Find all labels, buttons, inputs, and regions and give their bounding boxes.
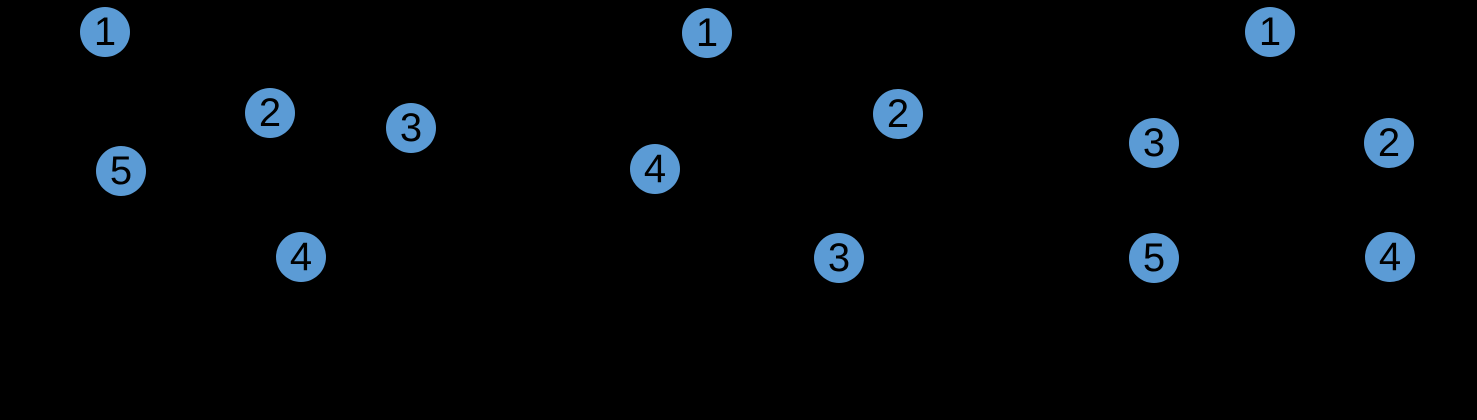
graph-node: 2 <box>1364 118 1414 168</box>
graph-node: 1 <box>682 8 732 58</box>
graph-node: 4 <box>1365 232 1415 282</box>
graph-node: 4 <box>276 232 326 282</box>
graph-node: 2 <box>245 88 295 138</box>
graph-node: 3 <box>814 233 864 283</box>
graph-node: 3 <box>1129 118 1179 168</box>
graph-node: 1 <box>1245 7 1295 57</box>
graph-node: 4 <box>630 144 680 194</box>
graph-node: 3 <box>386 103 436 153</box>
graph-node: 2 <box>873 89 923 139</box>
graph-node: 5 <box>1129 233 1179 283</box>
graph-node: 5 <box>96 146 146 196</box>
graph-node: 1 <box>80 7 130 57</box>
